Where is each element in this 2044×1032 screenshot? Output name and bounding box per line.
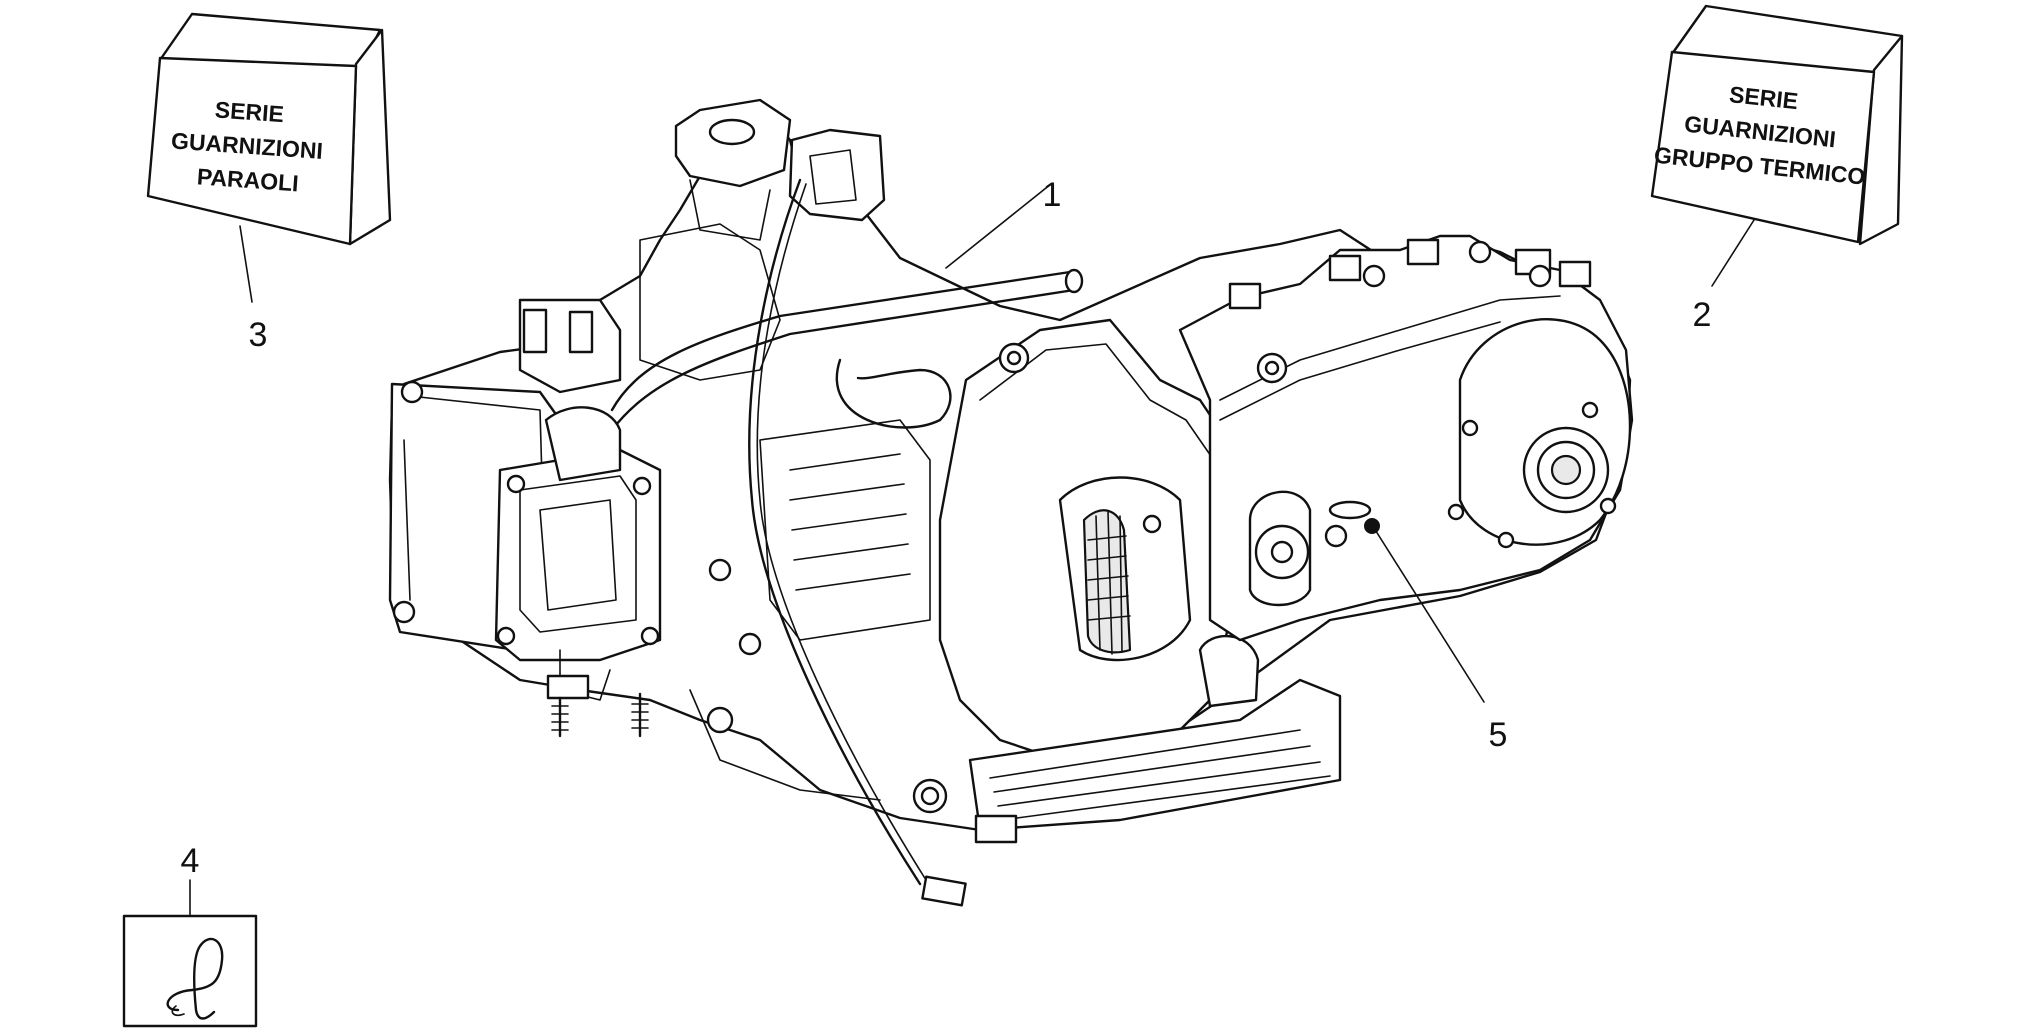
leader-line-5 — [1373, 527, 1485, 703]
cover-bolt-icons — [1228, 238, 1592, 310]
bolt-head-icon — [392, 600, 416, 624]
callout-3[interactable]: 3 — [249, 316, 268, 354]
clip-part-box[interactable] — [122, 914, 258, 1028]
leader-line-2 — [1711, 219, 1755, 287]
bolt-head-icon — [400, 380, 424, 404]
hairpin-clip-icon — [166, 937, 224, 1020]
callout-5[interactable]: 5 — [1489, 716, 1508, 754]
callout-4[interactable]: 4 — [181, 842, 200, 880]
leader-line-3 — [239, 225, 253, 303]
svg-text:SERIE GUARNIZIONI: SERIE GUARNIZIONI PARAOLI — [168, 94, 333, 199]
tag-left-line-1: SERIE — [214, 96, 285, 127]
callout-1[interactable]: 1 — [1043, 176, 1062, 214]
callout-2[interactable]: 2 — [1693, 296, 1712, 334]
engine-assembly-illustration[interactable] — [388, 98, 1634, 907]
callout-5-anchor-dot — [1364, 518, 1380, 534]
wire-connector-icon — [921, 875, 967, 907]
tag-right-gasket-cylinder-kit[interactable]: SERIE GUARNIZIONI GRUPPO TERMICO — [1650, 4, 1904, 246]
leader-line-1 — [945, 187, 1047, 269]
tag-left-gasket-oil-seal-kit[interactable]: SERIE GUARNIZIONI PARAOLI — [146, 12, 392, 246]
